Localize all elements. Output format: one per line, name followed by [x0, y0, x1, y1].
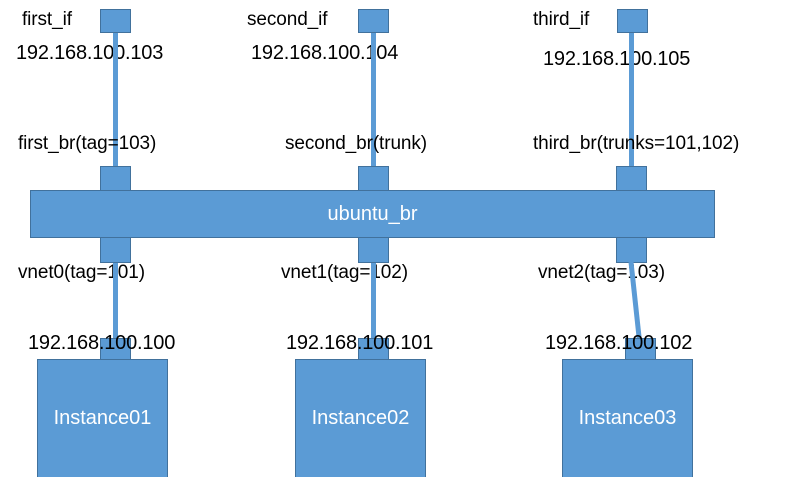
bridge-port-first-br[interactable] — [100, 166, 131, 192]
interface-label-second-if: second_if — [247, 9, 328, 30]
bridge-port-label-first-br: first_br(tag=103) — [18, 133, 157, 154]
link-vnet0-to-instance01 — [113, 263, 118, 344]
bridge-port-vnet1[interactable] — [358, 237, 389, 263]
instance-label-instance03: Instance03 — [578, 407, 677, 429]
vnet-label-vnet0: vnet0(tag=101) — [18, 262, 145, 283]
instance-label-instance01: Instance01 — [53, 407, 152, 429]
interface-port-second-if[interactable] — [358, 9, 389, 33]
link-vnet2-to-instance03 — [628, 261, 643, 347]
link-third-if-to-third-br — [629, 33, 634, 166]
instance-box-instance03[interactable] — [562, 359, 693, 477]
instance-box-instance01[interactable] — [37, 359, 168, 477]
link-second-if-to-second-br — [371, 33, 376, 166]
interface-ip-first-if: 192.168.100.103 — [16, 42, 164, 64]
instance-ip-instance03: 192.168.100.102 — [545, 332, 693, 354]
link-vnet1-to-instance02 — [371, 263, 376, 344]
interface-label-third-if: third_if — [533, 9, 590, 30]
bridge-bar-ubuntu-br[interactable] — [30, 190, 715, 238]
interface-port-first-if[interactable] — [100, 9, 131, 33]
bridge-port-vnet0[interactable] — [100, 237, 131, 263]
bridge-bar-label: ubuntu_br — [327, 203, 418, 225]
interface-label-first-if: first_if — [22, 9, 72, 30]
vnet-label-vnet1: vnet1(tag=102) — [281, 262, 408, 283]
instance-box-instance02[interactable] — [295, 359, 426, 477]
bridge-port-label-second-br: second_br(trunk) — [285, 133, 428, 154]
bridge-port-label-third-br: third_br(trunks=101,102) — [533, 133, 740, 154]
interface-ip-second-if: 192.168.100.104 — [251, 42, 399, 64]
interface-port-third-if[interactable] — [617, 9, 648, 33]
bridge-port-third-br[interactable] — [616, 166, 647, 192]
instance-ip-instance02: 192.168.100.101 — [286, 332, 434, 354]
instance-ip-instance01: 192.168.100.100 — [28, 332, 176, 354]
link-first-if-to-first-br — [113, 33, 118, 166]
bridge-port-second-br[interactable] — [358, 166, 389, 192]
bridge-port-vnet2[interactable] — [616, 237, 647, 263]
instance-label-instance02: Instance02 — [311, 407, 410, 429]
interface-ip-third-if: 192.168.100.105 — [543, 48, 691, 70]
